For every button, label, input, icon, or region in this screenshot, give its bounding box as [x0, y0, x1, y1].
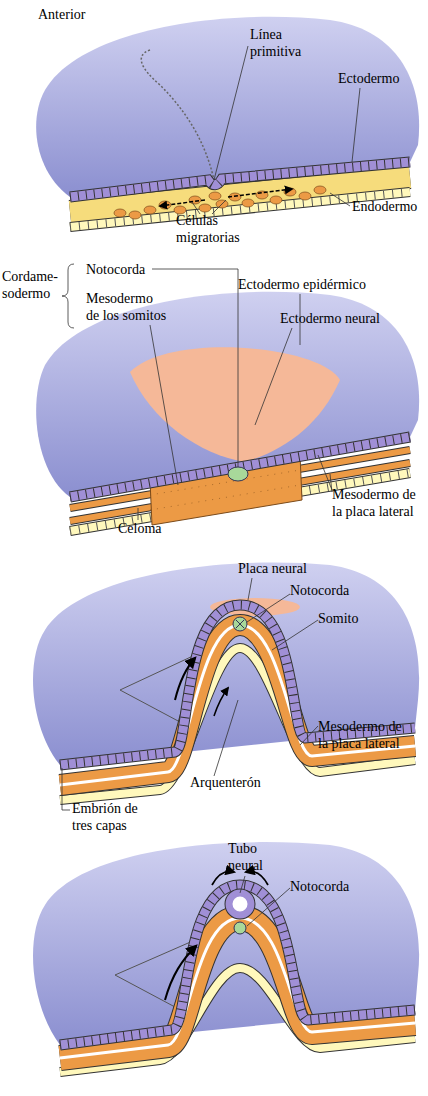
- panel-chordamesoderm: [36, 292, 419, 531]
- panel-neural-tube: [33, 842, 419, 1072]
- part-label: Cordame- sodermo: [2, 268, 60, 302]
- part-label: Endodermo: [352, 198, 417, 215]
- part-label: Celoma: [118, 520, 162, 537]
- part-label: Células migratorias: [176, 212, 242, 246]
- leader-lines: [62, 46, 360, 926]
- part-label: Tubo neural: [228, 840, 265, 874]
- part-label: Notocorda: [290, 582, 349, 599]
- part-label: Mesodermo de la placa lateral: [332, 486, 418, 520]
- part-label: Ectodermo epidérmico: [238, 276, 366, 293]
- part-label: Mesodermo de la placa lateral: [318, 718, 404, 752]
- part-label: Línea primitiva: [250, 26, 304, 60]
- part-label: Embrión de tres capas: [72, 800, 146, 834]
- part-label: Notocorda: [290, 878, 349, 895]
- panel-neural-plate: [33, 563, 419, 800]
- part-label: Notocorda: [86, 261, 145, 278]
- part-label: Ectodermo: [338, 70, 399, 87]
- part-label: Arquenterón: [190, 774, 261, 791]
- part-label: Anterior: [38, 6, 85, 23]
- part-label: Ectodermo neural: [280, 310, 380, 327]
- panel-primitive-streak: [36, 17, 419, 227]
- part-label: Mesodermo de los somitos: [86, 290, 169, 324]
- part-label: Placa neural: [238, 560, 307, 577]
- part-label: Somito: [318, 610, 358, 627]
